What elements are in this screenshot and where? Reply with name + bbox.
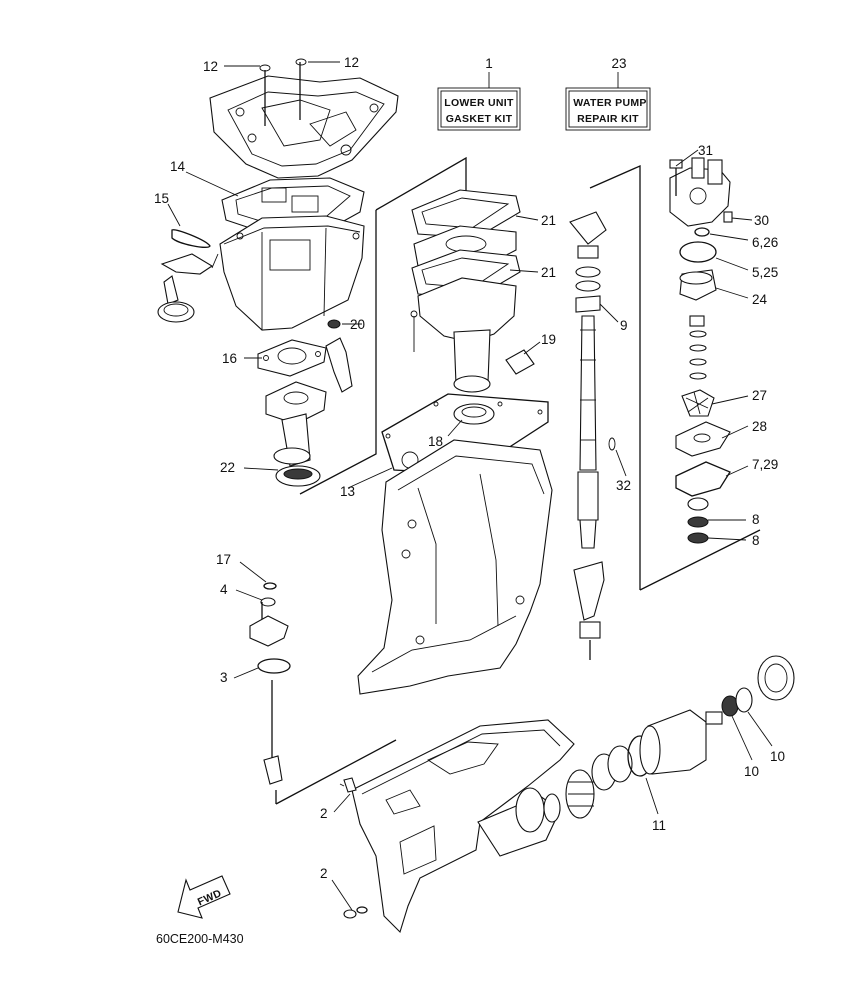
assembly-bracket-right (589, 165, 761, 591)
kit-label-line2: REPAIR KIT (577, 113, 639, 125)
gasket-16-part (257, 339, 327, 377)
upper-case-gasket-13 (381, 393, 549, 475)
callout-8: 8 (752, 533, 760, 548)
oil-strainer-part (157, 253, 219, 323)
outer-plate-28-part (675, 421, 731, 457)
grommet-19-part (505, 349, 535, 375)
callout-21: 21 (541, 265, 556, 280)
callout-16: 16 (222, 351, 237, 366)
kit-number: 23 (611, 56, 626, 71)
driveshaft-part (569, 211, 607, 549)
callout-10: 10 (744, 764, 759, 779)
drain-screw-2b-part (343, 906, 368, 919)
kit-label-line1: WATER PUMP (573, 97, 646, 109)
callout-20: 20 (350, 317, 365, 332)
callout-21: 21 (541, 213, 556, 228)
exhaust-tube-part (410, 277, 517, 393)
callout-13: 13 (340, 484, 355, 499)
o-ring-17-part (263, 582, 277, 590)
exhaust-guide-part (209, 58, 399, 179)
o-ring-15-part (171, 229, 211, 248)
kit-label-line2: GASKET KIT (446, 113, 513, 125)
oil-seal-18-part (453, 403, 495, 425)
bushing-part (573, 561, 605, 639)
callout-15: 15 (154, 191, 169, 206)
callout-12: 12 (344, 55, 359, 70)
pin-32-part (608, 437, 616, 451)
callout-11: 11 (652, 818, 666, 833)
kit-number: 1 (485, 56, 493, 71)
ring-nut-part (757, 655, 795, 701)
callout-27: 27 (752, 388, 767, 403)
oil-seal-10-part (721, 687, 753, 717)
water-tube-fitting-part (249, 615, 397, 805)
gasket-7-29-part (675, 461, 731, 497)
oil-pan-part (219, 215, 365, 331)
oil-seal-8-part (687, 497, 709, 544)
o-ring-5-25-part (679, 241, 717, 263)
kit-label-line1: LOWER UNIT (444, 97, 514, 109)
callout-30: 30 (754, 213, 769, 228)
callout-2: 2 (320, 806, 328, 821)
callout-31: 31 (698, 143, 713, 158)
lower-unit-case-part (351, 719, 575, 934)
fwd-arrow-icon: FWD (177, 875, 231, 919)
upper-casing-gasket-21a (411, 189, 521, 239)
callout-8: 8 (752, 512, 760, 527)
callout-22: 22 (220, 460, 235, 475)
callout-9: 9 (620, 318, 628, 333)
lower-unit-gasket-kit-box: 1 LOWER UNIT GASKET KIT (437, 56, 521, 131)
upper-casing-part (357, 439, 553, 695)
bearing-part (591, 745, 633, 791)
impeller-27-part (681, 389, 715, 417)
callout-6-26: 6,26 (752, 235, 778, 250)
callout-10: 10 (770, 749, 785, 764)
callout-18: 18 (428, 434, 443, 449)
exhaust-muffler-part (265, 337, 353, 467)
callout-24: 24 (752, 292, 768, 307)
water-pump-repair-kit-box: 23 WATER PUMP REPAIR KIT (565, 56, 651, 131)
diagram-code: 60CE200-M430 (156, 932, 244, 946)
callout-5-25: 5,25 (752, 265, 778, 280)
callout-17: 17 (216, 552, 231, 567)
pump-small-parts (689, 315, 707, 380)
callout-labels: 12 12 14 15 20 16 22 21 21 19 18 13 9 32… (154, 55, 785, 881)
callout-3: 3 (220, 670, 228, 685)
callout-28: 28 (752, 419, 767, 434)
callout-7-29: 7,29 (752, 457, 778, 472)
seal-20-part (327, 319, 362, 329)
propeller-shaft-housing-part (639, 709, 723, 775)
insert-cartridge-24-part (679, 269, 717, 301)
callout-4: 4 (220, 582, 228, 597)
callout-19: 19 (541, 332, 556, 347)
drain-screw-2a-part (339, 777, 357, 793)
forward-gear-part (515, 769, 595, 833)
water-pump-housing-part (669, 157, 733, 227)
callout-32: 32 (616, 478, 631, 493)
o-ring-6-26-part (694, 227, 710, 237)
callout-2: 2 (320, 866, 328, 881)
oil-seal-22-part (275, 465, 321, 487)
callout-14: 14 (170, 159, 186, 174)
leader-lines (167, 61, 773, 911)
callout-12: 12 (203, 59, 218, 74)
